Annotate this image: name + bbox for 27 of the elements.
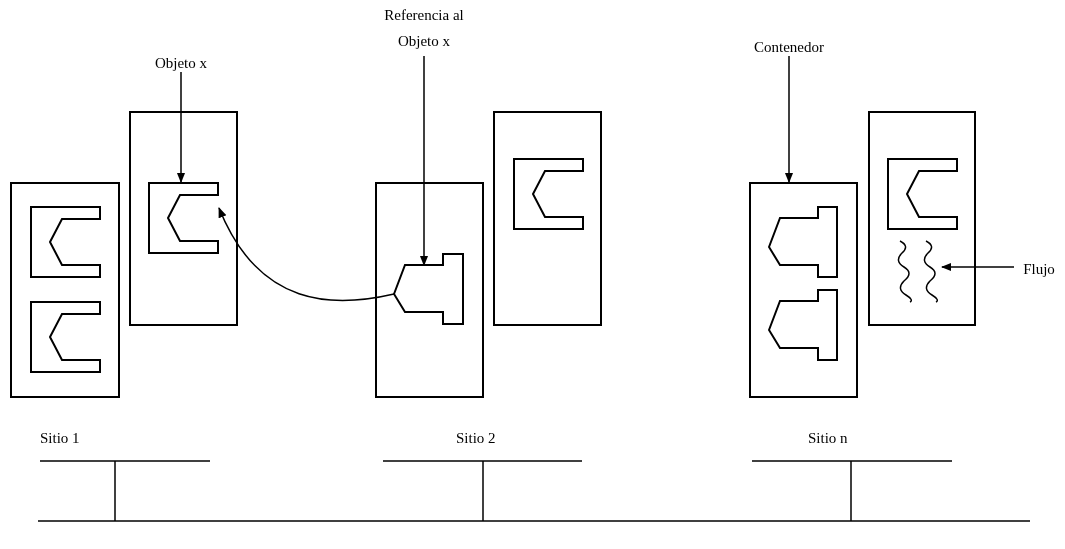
arrow xyxy=(218,207,395,302)
site-label: Sitio n xyxy=(808,429,848,448)
object-shape xyxy=(513,158,583,230)
object-shape xyxy=(30,301,100,373)
container-box xyxy=(10,182,120,398)
container-box xyxy=(375,182,484,398)
reference-shape xyxy=(768,289,838,361)
container-box xyxy=(868,111,976,326)
leader-line xyxy=(419,55,429,267)
callout-text: Objeto x xyxy=(128,50,234,76)
container-box xyxy=(493,111,602,326)
flow-wave-icon xyxy=(896,240,940,302)
leader-line xyxy=(940,262,1015,272)
site-label: Sitio 1 xyxy=(40,429,80,448)
callout-text: Contenedor xyxy=(734,34,844,60)
object-shape xyxy=(30,206,100,278)
object-shape xyxy=(887,158,957,230)
leader-line xyxy=(784,55,794,184)
callout-text: Referencia al Objeto x xyxy=(380,2,468,54)
object-shape xyxy=(148,182,218,254)
reference-shape xyxy=(768,206,838,278)
callout-text: Flujo xyxy=(1016,256,1062,282)
container-box xyxy=(749,182,858,398)
site-label: Sitio 2 xyxy=(456,429,496,448)
container-box xyxy=(129,111,238,326)
leader-line xyxy=(176,71,186,184)
reference-shape xyxy=(393,253,464,325)
